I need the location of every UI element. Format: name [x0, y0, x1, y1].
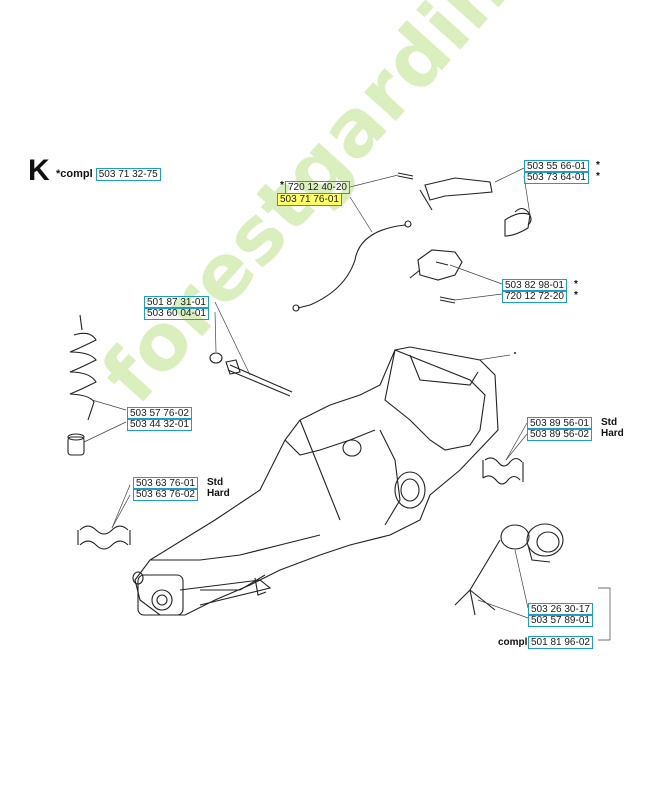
- part-number-label[interactable]: 503 26 30-17: [528, 603, 593, 616]
- o-ring: [500, 524, 530, 550]
- part-number-label[interactable]: 503 57 76-02: [127, 407, 192, 420]
- part-number-label[interactable]: 503 60 04-01: [144, 307, 209, 320]
- part-number-label[interactable]: 503 55 66-01: [524, 160, 589, 173]
- bore-opening: [394, 471, 426, 509]
- av-spring-left: [77, 525, 131, 550]
- part-number-label[interactable]: 503 63 76-02: [133, 488, 198, 501]
- part-note: Hard: [207, 488, 230, 499]
- part-number-label[interactable]: 720 12 72-20: [502, 290, 567, 303]
- section-compl-header: *compl 503 71 32-75: [56, 168, 161, 181]
- tank-cap: [526, 523, 564, 557]
- bolt: [225, 359, 293, 397]
- part-number-label[interactable]: 501 81 96-02: [528, 636, 593, 649]
- part-number-label[interactable]: 503 71 32-75: [95, 168, 161, 181]
- part-suffix: *: [574, 290, 578, 301]
- part-suffix: *: [596, 160, 600, 171]
- compl-prefix: *compl: [56, 168, 93, 180]
- spring-cap: [67, 436, 85, 456]
- part-number-label[interactable]: 503 63 76-01: [133, 477, 198, 490]
- part-number-label[interactable]: 503 89 56-02: [527, 428, 592, 441]
- part-suffix: *: [596, 171, 600, 182]
- part-prefix: *: [280, 180, 284, 191]
- crankcase-body: [134, 346, 499, 616]
- part-prefix: compl: [498, 637, 528, 648]
- av-spring-right: [482, 457, 524, 485]
- throttle-lock: [424, 177, 493, 201]
- front-mount: [137, 574, 184, 616]
- part-number-label-highlighted[interactable]: 503 71 76-01: [277, 193, 342, 206]
- part-number-label[interactable]: 503 57 89-01: [528, 614, 593, 627]
- part-number-label[interactable]: 503 89 56-01: [527, 417, 592, 430]
- part-note: Std: [207, 477, 224, 488]
- part-number-label[interactable]: 503 44 32-01: [127, 418, 192, 431]
- part-note: Hard: [601, 428, 624, 439]
- section-letter: K: [28, 154, 50, 187]
- part-note: Std: [601, 417, 618, 428]
- strap-wire: [454, 539, 501, 616]
- throttle-trigger: [417, 249, 463, 281]
- part-suffix: *: [574, 279, 578, 290]
- coil-spring: [69, 314, 97, 421]
- nut: [209, 352, 223, 364]
- part-number-label[interactable]: 503 73 64-01: [524, 171, 589, 184]
- throttle-cable: [297, 224, 406, 309]
- spring-trigger: [514, 207, 532, 226]
- part-number-label[interactable]: 503 82 98-01: [502, 279, 567, 292]
- part-number-label[interactable]: 501 87 31-01: [144, 296, 209, 309]
